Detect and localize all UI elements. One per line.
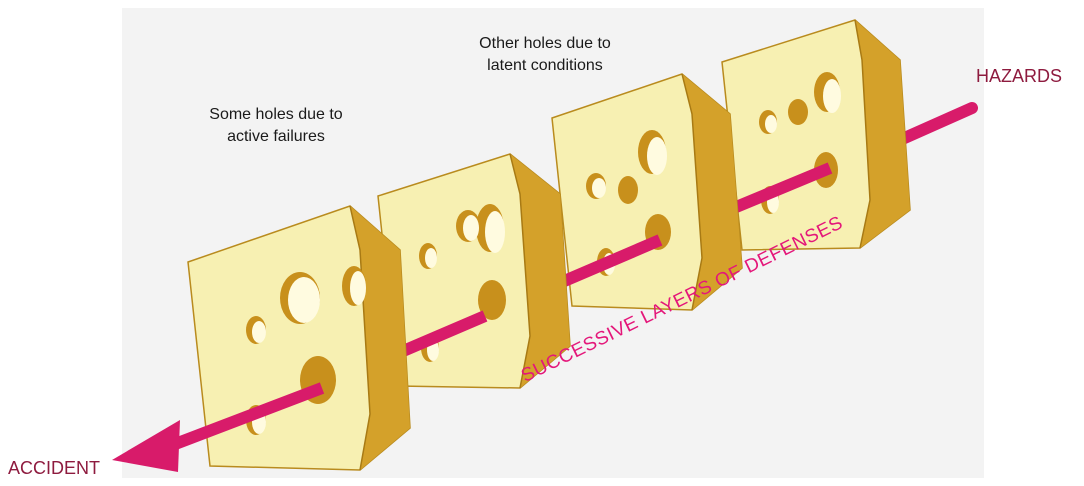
active-failures-line-1: Some holes due to xyxy=(209,106,343,123)
cheese-slice-4 xyxy=(721,19,911,251)
hazards-label: HAZARDS xyxy=(976,66,1063,86)
active-failures-label: Some holes due to active failures xyxy=(186,104,366,148)
latent-conditions-label: Other holes due to latent conditions xyxy=(455,33,635,77)
active-failures-line-2: active failures xyxy=(227,128,325,145)
arrow-front xyxy=(112,382,325,472)
accident-label: ACCIDENT xyxy=(8,458,101,478)
latent-conditions-line-2: latent conditions xyxy=(487,57,603,74)
arrow-head xyxy=(112,420,180,472)
latent-conditions-line-1: Other holes due to xyxy=(479,35,611,52)
arrow-segment-back xyxy=(894,102,978,146)
cheese-slice-1 xyxy=(187,205,411,471)
